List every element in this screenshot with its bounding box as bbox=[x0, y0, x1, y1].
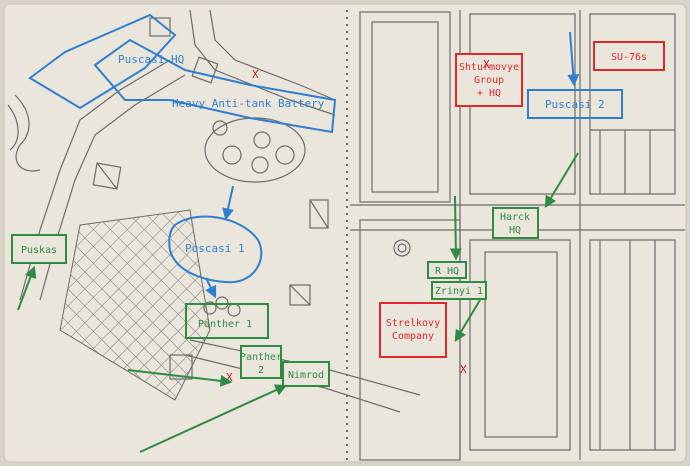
unit-puscasi-hq-outline[interactable] bbox=[28, 13, 177, 110]
unit-harck-label-2: HQ bbox=[509, 225, 521, 236]
unit-panther1-label: Panther 1 bbox=[198, 319, 252, 330]
unit-panther2-label-1: Panther bbox=[240, 352, 282, 363]
blue-arrow-2 bbox=[205, 277, 217, 299]
unit-puscasi-hq-label: Puscasi HQ bbox=[118, 53, 184, 66]
unit-panther1-box[interactable] bbox=[185, 303, 269, 339]
unit-strelkovy-box[interactable] bbox=[379, 302, 447, 358]
unit-heavy-at-outline[interactable] bbox=[93, 38, 337, 134]
unit-panther2-label-2: 2 bbox=[258, 365, 264, 376]
unit-harck-box[interactable] bbox=[492, 207, 539, 239]
green-forces: Harck HQ R HQ Zrinyi 1 Puskas Panther 1 … bbox=[11, 152, 579, 453]
terrain-right bbox=[350, 10, 685, 461]
unit-shturmovye-label-3: + HQ bbox=[477, 88, 501, 99]
blue-arrow-1 bbox=[222, 185, 234, 221]
unit-puscasi-1-label: Puscasi 1 bbox=[185, 242, 245, 255]
unit-zrinyi-label: Zrinyi 1 bbox=[435, 286, 483, 297]
green-arrow-5 bbox=[127, 369, 233, 387]
unit-strelkovy-label-1: Strelkovy bbox=[386, 318, 440, 329]
blue-arrow-3 bbox=[567, 31, 580, 87]
unit-nimrod-box[interactable] bbox=[282, 361, 330, 387]
unit-rhq-box[interactable] bbox=[427, 261, 467, 279]
unit-puskas-box[interactable] bbox=[11, 234, 67, 264]
blue-forces: Puscasi HQ Heavy Anti-tank Battery Pusca… bbox=[28, 13, 623, 299]
unit-panther2-box[interactable] bbox=[240, 345, 282, 379]
green-arrow-4 bbox=[17, 265, 37, 311]
unit-shturmovye-label-2: Group bbox=[474, 75, 504, 86]
unit-puscasi-2-outline[interactable] bbox=[527, 89, 623, 119]
x-mark-2: X bbox=[483, 58, 490, 71]
unit-strelkovy-label-2: Company bbox=[392, 331, 434, 342]
green-arrow-6 bbox=[139, 384, 288, 453]
unit-shturmovye-label-1: Shturmovye bbox=[459, 62, 519, 73]
unit-rhq-label: R HQ bbox=[435, 266, 459, 277]
x-mark-3: X bbox=[460, 363, 467, 376]
x-mark-1: X bbox=[252, 68, 259, 81]
unit-heavy-at-label: Heavy Anti-tank Battery bbox=[172, 97, 325, 110]
green-arrow-1 bbox=[544, 152, 579, 209]
unit-zrinyi-box[interactable] bbox=[431, 281, 487, 300]
unit-nimrod-label: Nimrod bbox=[288, 370, 324, 381]
green-arrow-2 bbox=[449, 195, 462, 261]
unit-puscasi-2-label: Puscasi 2 bbox=[545, 98, 605, 111]
unit-su76-box[interactable] bbox=[593, 41, 665, 71]
unit-harck-label-1: Harck bbox=[500, 212, 530, 223]
unit-shturmovye-box[interactable] bbox=[455, 53, 523, 107]
unit-su76-label: SU-76s bbox=[611, 52, 647, 63]
unit-puskas-label: Puskas bbox=[21, 245, 57, 256]
green-arrow-3 bbox=[454, 299, 481, 343]
red-forces: Shturmovye Group + HQ SU-76s Strelkovy C… bbox=[226, 41, 665, 384]
